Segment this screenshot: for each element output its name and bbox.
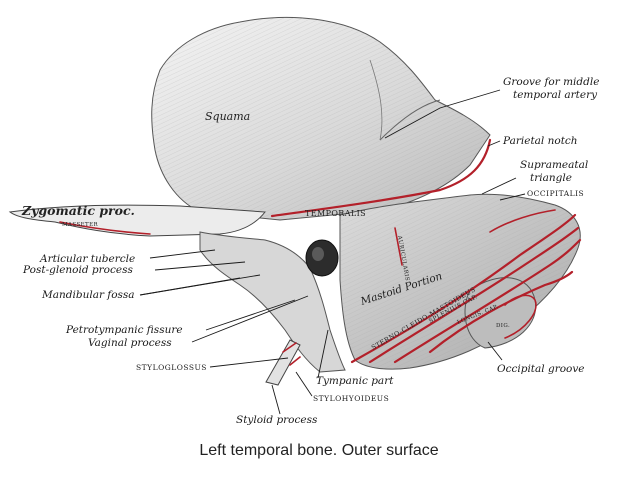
squama-region [151, 16, 491, 221]
zygomatic-process [8, 204, 266, 237]
label-styloglossus: STYLOGLOSSUS [136, 363, 207, 372]
label-mandibular-fossa: Mandibular fossa [41, 289, 135, 301]
label-tympanic-part: Tympanic part [316, 375, 394, 387]
label-temporalis: TEMPORALIS [305, 209, 366, 218]
label-zygomatic-proc: Zygomatic proc. [21, 203, 135, 218]
label-parietal-notch: Parietal notch [502, 135, 578, 147]
label-masseter: MASSETER [62, 222, 99, 228]
label-digastric: DIG. [496, 323, 510, 329]
label-squama: Squama [205, 110, 250, 123]
caption-bar: Left temporal bone. Outer surface [0, 430, 638, 479]
muscle-attachments [270, 138, 582, 364]
label-groove-middle-temporal-artery-2: temporal artery [513, 89, 598, 101]
label-petrotympanic-fissure: Petrotympanic fissure [65, 324, 183, 336]
styloid-shape [265, 339, 301, 386]
label-suprameatal-triangle-2: triangle [530, 172, 572, 184]
label-stylohyoideus: STYLOHYOIDEUS [313, 394, 389, 403]
label-occipital-groove: Occipital groove [497, 363, 585, 375]
mastoid-region [339, 193, 581, 370]
figure-caption: Left temporal bone. Outer surface [199, 441, 439, 459]
temporal-bone-illustration: Squama Zygomatic proc. TEMPORALIS Mastoi… [8, 16, 599, 426]
label-occipitalis: OCCIPITALIS [527, 189, 584, 198]
label-post-glenoid-process: Post-glenoid process [22, 264, 133, 276]
label-suprameatal-triangle-1: Suprameatal [520, 159, 588, 171]
label-articular-tubercle: Articular tubercle [39, 253, 135, 265]
label-styloid-process: Styloid process [236, 414, 318, 426]
tympanic-region [199, 231, 346, 386]
label-vaginal-process: Vaginal process [88, 337, 172, 349]
label-groove-middle-temporal-artery-1: Groove for middle [503, 76, 599, 88]
